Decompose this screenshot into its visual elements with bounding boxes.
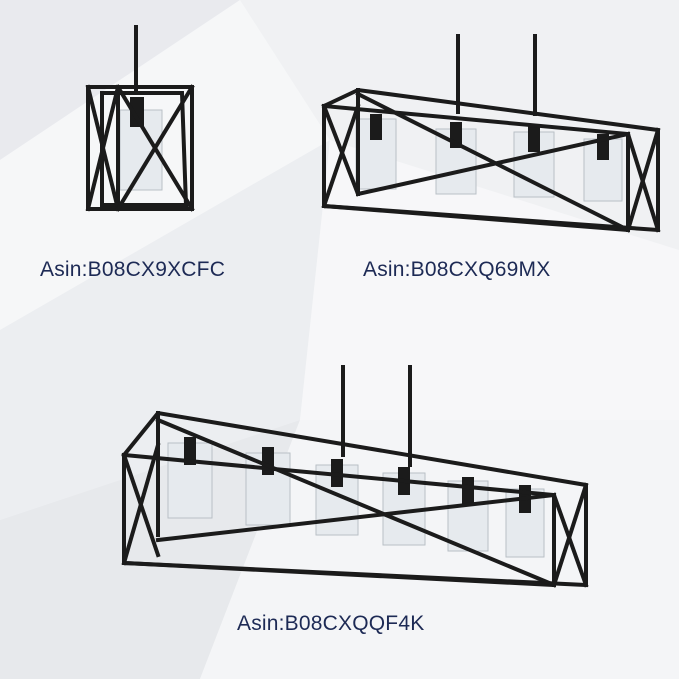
- asin-label-single-pendant: Asin:B08CX9XCFC: [40, 258, 226, 281]
- product-four-light-chandelier: [318, 34, 663, 239]
- asin-label-four-light-chandelier: Asin:B08CXQ69MX: [363, 258, 551, 281]
- product-six-light-chandelier: [118, 365, 598, 595]
- six-light-chandelier-image: [121, 365, 589, 588]
- product-single-pendant: [80, 25, 200, 220]
- four-light-chandelier-image: [321, 34, 661, 233]
- asin-label-six-light-chandelier: Asin:B08CXQQF4K: [237, 612, 425, 635]
- single-pendant-image: [85, 25, 195, 212]
